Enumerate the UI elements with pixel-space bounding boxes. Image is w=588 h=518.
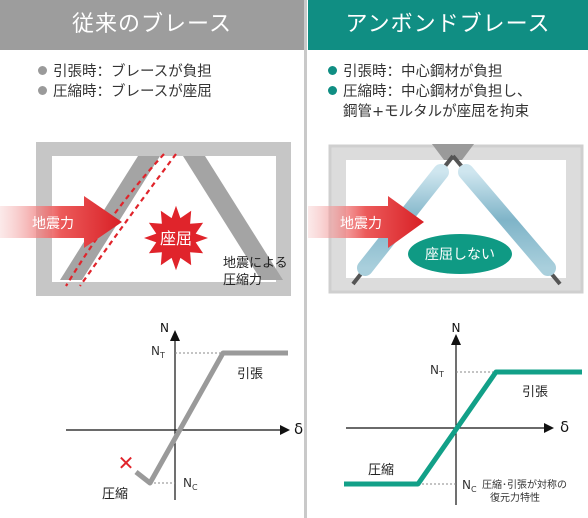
seismic-compression-label-line1: 地震による [223,256,288,271]
unbonded-brace-title: アンボンドブレース [308,0,588,50]
compression-label: 圧縮 [102,486,128,502]
no-buckling-badge [408,234,512,274]
nc-label: NC [462,478,477,494]
compression-label: 圧縮 [368,462,394,478]
nt-label: NT [430,363,444,379]
buckling-failure-icon: ✕ [118,451,135,475]
right-brace-member [183,156,283,280]
buckling-label: 座屈 [160,229,192,248]
x-axis-label: δ [294,420,303,438]
unbonded-brace-panel: アンボンドブレース 引張時：中心鋼材が負担 圧縮時：中心鋼材が負担し、 鋼管+モ… [308,0,588,518]
x-axis-arrow-icon [544,423,554,433]
bullet-item-continuation: 鋼管+モルタルが座屈を拘束 [343,104,530,120]
nc-label: NC [183,476,198,492]
seismic-force-arrow [308,196,424,248]
unbonded-bullet-list: 引張時：中心鋼材が負担 圧縮時：中心鋼材が負担し、 鋼管+モルタルが座屈を拘束 [328,62,532,122]
bullet-dot-icon [38,66,47,75]
no-buckling-label: 座屈しない [425,247,495,263]
conventional-force-curve [134,350,288,486]
unbonded-brace-frame-diagram: 地震力 座屈しない [308,144,584,294]
conventional-brace-title: 従来のブレース [0,0,304,50]
conventional-bullet-list: 引張時：ブレースが負担 圧縮時：ブレースが座屈 [38,62,212,102]
seismic-force-label: 地震力 [32,216,74,232]
buckling-burst-icon [144,205,208,271]
seismic-force-label: 地震力 [340,216,382,232]
conventional-force-displacement-graph: N δ NT NC 引張 圧縮 ✕ [66,321,303,502]
tension-label: 引張 [522,385,548,400]
bullet-dot-icon [328,86,337,95]
symmetric-characteristic-note-line1: 圧縮･引張が対称の [482,478,567,491]
bullet-item: 圧縮時：中心鋼材が負担し、 [328,82,532,102]
bullet-item: 引張時：ブレースが負担 [38,62,212,82]
buckled-shape-inner [79,153,177,287]
unbonded-force-displacement-graph: N δ NT NC 引張 圧縮 圧縮･引張が対称の 復元力特性 [344,321,582,505]
panel-divider [304,0,307,518]
y-axis-arrow-icon [451,334,461,345]
y-axis-arrow-icon [170,330,180,341]
conventional-brace-frame-diagram: 地震力 座屈 地震による 圧縮力 [0,142,291,296]
tension-label: 引張 [237,367,263,382]
top-gusset-plate [432,144,474,160]
bullet-item: 引張時：中心鋼材が負担 [328,62,532,82]
x-axis-arrow-icon [280,425,290,435]
x-axis-label: δ [560,418,569,436]
bullet-dot-icon [38,86,47,95]
y-axis-label: N [452,321,461,335]
y-axis-label: N [160,321,169,335]
nt-label: NT [151,344,165,360]
symmetric-characteristic-note-line2: 復元力特性 [490,491,540,504]
conventional-brace-panel: 従来のブレース 引張時：ブレースが負担 圧縮時：ブレースが座屈 地震力 座屈 地… [0,0,304,502]
seismic-compression-label-line2: 圧縮力 [223,272,262,288]
bullet-item: 圧縮時：ブレースが座屈 [38,82,212,102]
bullet-dot-icon [328,66,337,75]
seismic-force-arrow [0,196,122,248]
unbonded-force-curve [344,369,582,487]
right-restraining-tube [458,164,556,276]
